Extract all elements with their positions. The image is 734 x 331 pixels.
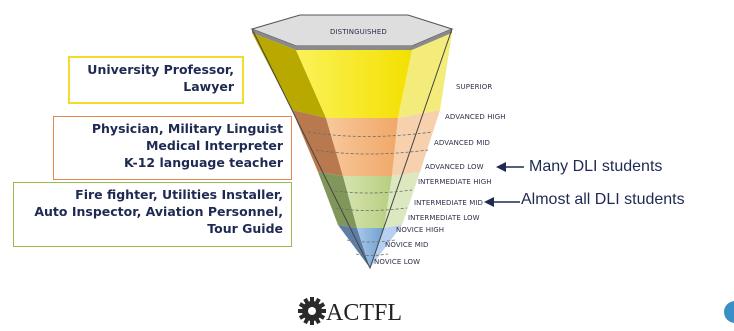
band-superior-right (398, 33, 452, 118)
level-advanced-low: ADVANCED LOW (425, 163, 484, 171)
actfl-logo-text: ACTFL (326, 300, 403, 326)
band-intermediate-front (343, 176, 392, 228)
actfl-emblem (298, 297, 326, 325)
level-intermediate-mid: INTERMEDIATE MID (414, 199, 483, 207)
band-advanced-front (326, 118, 398, 176)
corner-circle-icon (724, 301, 734, 323)
profession-line: Tour Guide (207, 221, 283, 236)
callout-many-dli-students: Many DLI students (529, 158, 663, 175)
level-intermediate-high: INTERMEDIATE HIGH (418, 178, 492, 186)
level-novice-mid: NOVICE MID (385, 241, 429, 249)
band-novice-front (357, 228, 384, 268)
profession-line: Medical Interpreter (145, 138, 283, 153)
callout-arrow-intermediate-mid (484, 197, 520, 207)
band-advanced-left (292, 110, 343, 176)
profession-line: Lawyer (183, 79, 234, 94)
level-novice-low: NOVICE LOW (374, 258, 420, 266)
band-superior-left (252, 33, 326, 118)
profession-line: University Professor, (87, 62, 234, 77)
profession-line: Physician, Military Linguist (91, 121, 283, 136)
level-distinguished: DISTINGUISHED (330, 28, 387, 36)
band-superior-front (296, 50, 412, 118)
band-intermediate-right (384, 172, 420, 228)
band-novice-left (338, 225, 370, 268)
profession-box-superior: University Professor, Lawyer (68, 56, 244, 104)
profession-box-intermediate: Fire fighter, Utilities Installer, Auto … (13, 182, 292, 247)
band-advanced-right (392, 110, 440, 176)
level-advanced-mid: ADVANCED MID (434, 139, 490, 147)
level-intermediate-low: INTERMEDIATE LOW (408, 214, 480, 222)
callout-arrow-advanced-low (496, 162, 524, 172)
level-novice-high: NOVICE HIGH (396, 226, 444, 234)
level-superior: SUPERIOR (456, 83, 492, 91)
profession-line: Fire fighter, Utilities Installer, (75, 187, 283, 202)
level-advanced-high: ADVANCED HIGH (445, 113, 506, 121)
cone-outline (251, 28, 453, 270)
profession-box-advanced: Physician, Military Linguist Medical Int… (53, 116, 292, 180)
callout-almost-all-dli-students: Almost all DLI students (521, 191, 685, 208)
band-novice-right (370, 225, 402, 268)
profession-line: Auto Inspector, Aviation Personnel, (34, 204, 283, 219)
profession-line: K-12 language teacher (123, 155, 283, 170)
band-intermediate-left (318, 172, 357, 228)
sublevel-lines (307, 131, 433, 256)
